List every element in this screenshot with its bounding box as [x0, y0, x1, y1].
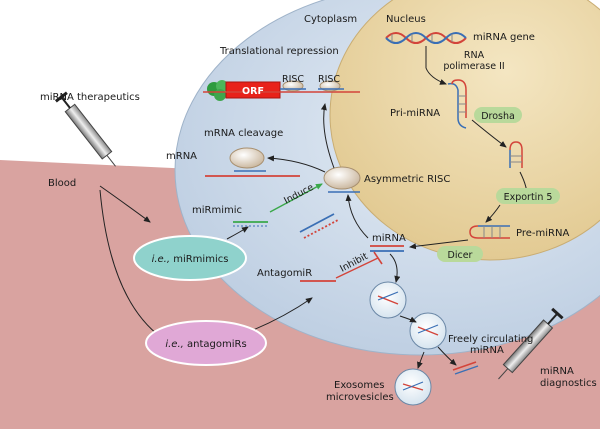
asymmetric-risc-label: Asymmetric RISC — [364, 174, 450, 185]
induce-arrow — [269, 183, 323, 213]
cytoplasm-label: Cytoplasm — [304, 14, 357, 25]
risc-label-2: RISC — [318, 74, 340, 85]
pri-mirna-hairpin-icon — [447, 79, 467, 129]
asymmetric-risc-complex — [323, 166, 361, 190]
pre-mirna-cyto-icon — [469, 225, 510, 239]
syringe-diagnostics-icon — [498, 307, 564, 380]
risc-label-1: RISC — [282, 74, 304, 85]
rna-pol-label-1: RNA — [464, 50, 485, 61]
mirmimics-name: miRmimics — [170, 254, 228, 265]
exportin-label: Exportin 5 — [504, 192, 553, 203]
freely-circulating-label-2: miRNA — [470, 345, 504, 356]
dna-helix-icon — [385, 32, 467, 44]
pre-mirna-nucleus-icon — [509, 141, 523, 168]
mrna-label: mRNA — [166, 151, 197, 162]
mrna-cleavage-label: mRNA cleavage — [204, 128, 283, 139]
cleavage-ribosome — [229, 147, 265, 169]
therapeutics-title: miRNA therapeutics — [40, 92, 140, 103]
antagomirs-name: antagomiRs — [184, 339, 247, 350]
drosha-label: Drosha — [481, 111, 515, 122]
risc-binding-icon — [280, 80, 344, 92]
exportin-pill — [496, 188, 560, 204]
antagomirs-text: i.e., antagomiRs — [165, 339, 246, 350]
freely-circulating-label-1: Freely circulating — [448, 334, 533, 345]
mirna-label: miRNA — [372, 233, 406, 244]
blood-label: Blood — [48, 178, 76, 189]
mirmimics-prefix: i.e., — [152, 254, 170, 265]
orf-box — [225, 81, 281, 99]
exosome-vesicles — [369, 281, 447, 406]
mirmimics-ellipse — [133, 235, 247, 281]
mrna-strand-icon — [205, 170, 300, 177]
mirmimics-text: i.e., miRmimics — [152, 254, 229, 265]
inhibit-line — [335, 251, 383, 279]
nucleus-label: Nucleus — [386, 14, 426, 25]
dicer-label: Dicer — [448, 250, 473, 261]
mirna-gene-label: miRNA gene — [473, 32, 535, 43]
orf-label: ORF — [242, 86, 264, 97]
free-mirna-icon — [452, 361, 479, 375]
dicer-pill — [437, 246, 483, 262]
syringe-therapeutics-icon — [54, 91, 116, 167]
antagomirs-ellipse — [145, 320, 267, 366]
mirmimic-label: miRmimic — [192, 205, 242, 216]
antagomir-label: AntagomiR — [257, 268, 312, 279]
mirna-duplex-icon — [370, 245, 404, 252]
drosha-pill — [474, 107, 522, 123]
pri-mirna-label: Pri-miRNA — [390, 108, 440, 119]
translational-repression-label: Translational repression — [219, 46, 339, 57]
mirmimic-strand-icon — [233, 221, 268, 227]
mirna-strand-icon — [299, 213, 339, 239]
diagnostics-label-1: miRNA — [540, 366, 574, 377]
pre-mirna-cyto-label: Pre-miRNA — [516, 228, 569, 239]
antagomirs-prefix: i.e., — [165, 339, 183, 350]
exosomes-label-2: microvesicles — [326, 392, 394, 403]
exosomes-label-1: Exosomes — [334, 380, 384, 391]
rna-pol-label-2: polimerase II — [443, 61, 504, 72]
diagnostics-label-2: diagnostics — [540, 378, 597, 389]
